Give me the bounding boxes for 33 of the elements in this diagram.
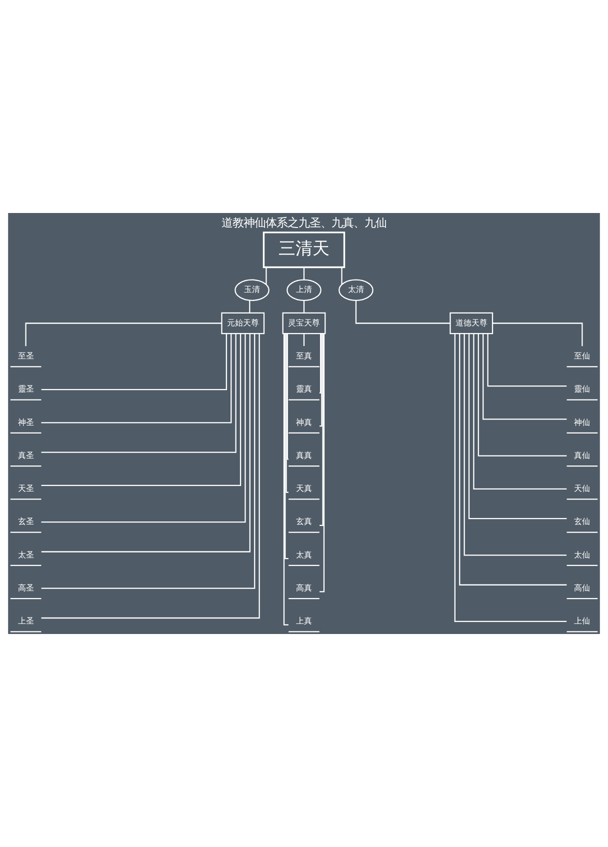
connector: [482, 334, 567, 420]
connector: [320, 334, 324, 526]
connector: [41, 334, 250, 552]
connector: [468, 334, 567, 520]
connector: [320, 334, 322, 427]
connector: [454, 334, 567, 622]
connector: [41, 334, 246, 523]
connector: [286, 334, 289, 460]
connector: [459, 334, 567, 586]
connector: [303, 300, 305, 313]
connector: [473, 334, 567, 490]
connector: [303, 267, 305, 280]
diagram-title: 道教神仙体系之九圣、九真、九仙: [222, 216, 386, 230]
connector: [284, 334, 288, 560]
connector: [266, 267, 267, 285]
connector: [487, 334, 567, 387]
connector: [303, 334, 305, 346]
connector: [320, 334, 325, 592]
connector: [478, 334, 567, 456]
connector: [249, 300, 250, 313]
connector: [341, 267, 342, 285]
connector: [286, 334, 288, 493]
connector: [283, 334, 288, 626]
connector: [41, 334, 242, 486]
connector: [25, 322, 222, 346]
connector: [464, 334, 567, 556]
connector: [492, 322, 583, 346]
connector: [355, 300, 450, 324]
connector: [41, 334, 232, 424]
node-box: 三清天: [262, 232, 346, 268]
connector: [319, 334, 322, 394]
connector: [41, 334, 236, 453]
connector: [41, 334, 227, 390]
